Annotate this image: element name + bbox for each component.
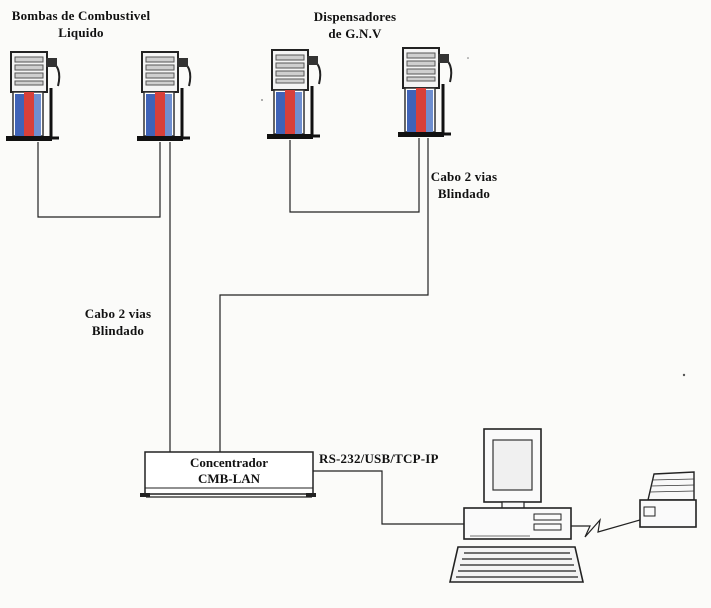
liquid-pumps-title: Bombas de Combustivel Liquido: [6, 7, 156, 41]
cng-dispensers-title: Dispensadores de G.N.V: [295, 8, 415, 42]
link-protocol-label: RS-232/USB/TCP-IP: [319, 451, 439, 466]
link-concentrator-to-computer: [313, 470, 464, 525]
cable-liquid-loop: [37, 142, 161, 218]
liquid-pumps-title-line2: Liquido: [58, 25, 104, 40]
cable-label-right-line2: Blindado: [437, 186, 491, 201]
concentrator-box: [144, 451, 314, 495]
cable-label-right: Cabo 2 vias Blindado: [414, 168, 514, 202]
concentrator-label-line1: Concentrador: [190, 455, 268, 470]
liquid-pumps-title-line1: Bombas de Combustivel: [11, 8, 151, 23]
concentrator-label-line2: CMB-LAN: [197, 471, 261, 486]
cng-dispenser-icon: [265, 48, 322, 141]
cable-label-right-line1: Cabo 2 vias: [430, 169, 498, 184]
cng-dispenser-icon: [396, 46, 453, 139]
fuel-pump-icon: [4, 50, 61, 143]
link-computer-to-printer: [571, 518, 641, 538]
cable-label-left: Cabo 2 vias Blindado: [68, 305, 168, 339]
cable-cng-to-concentrator: [219, 138, 429, 453]
cng-dispensers-title-line2: de G.N.V: [328, 26, 382, 41]
cable-cng-loop: [289, 138, 420, 213]
desktop-computer-icon: [448, 428, 585, 583]
cable-label-left-line1: Cabo 2 vias: [84, 306, 152, 321]
fuel-pump-icon: [135, 50, 192, 143]
concentrator-label: Concentrador CMB-LAN: [145, 455, 313, 487]
cable-label-left-line2: Blindado: [91, 323, 145, 338]
cng-dispensers-title-line1: Dispensadores: [313, 9, 397, 24]
printer-icon: [639, 471, 697, 528]
